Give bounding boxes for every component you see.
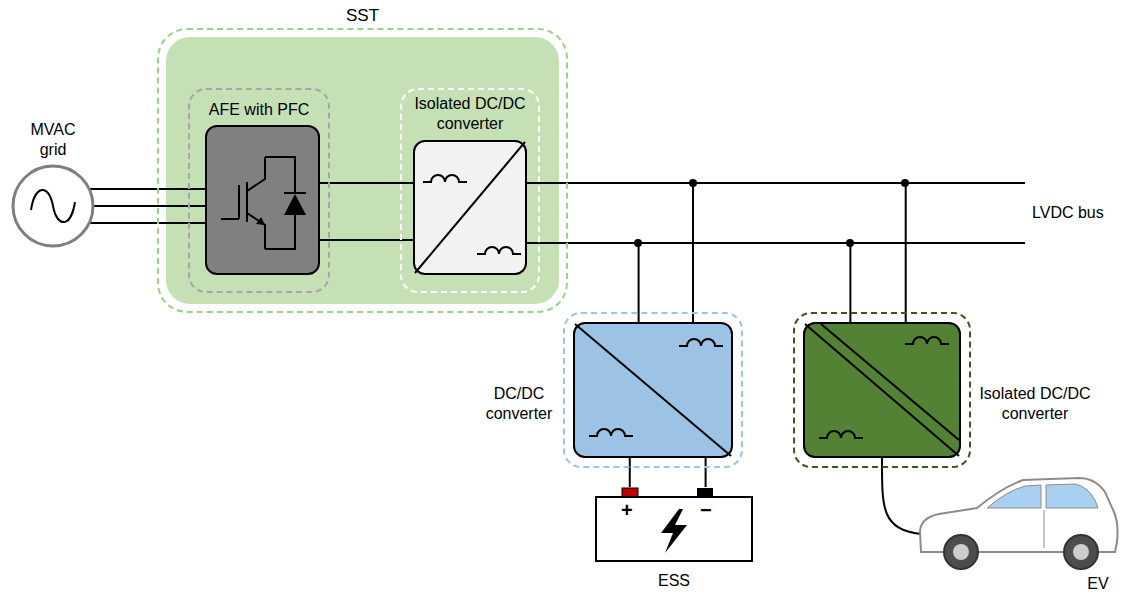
node-label: ESS xyxy=(595,571,753,591)
node-label: Isolated DC/DC converter xyxy=(402,94,538,134)
car-illustration-art xyxy=(915,462,1120,572)
isolated-converter: Isolated DC/DC converter xyxy=(400,88,540,293)
car-illustration xyxy=(915,462,1120,572)
node-label: SST xyxy=(159,6,566,26)
converter-block-art xyxy=(415,142,525,273)
terminal-sign: + xyxy=(621,500,641,520)
node-label: MVAC grid xyxy=(23,120,83,160)
battery-symbol xyxy=(595,487,753,562)
wire-line xyxy=(527,243,639,322)
converter-block-art xyxy=(575,324,731,456)
wire-line xyxy=(527,183,906,322)
converter-block-art xyxy=(805,324,959,456)
node-label: DC/DC converter xyxy=(479,384,559,424)
converter-block xyxy=(413,140,527,275)
afe-converter: AFE with PFC xyxy=(188,88,330,293)
grid-source: MVAC grid xyxy=(10,120,96,250)
wire-line xyxy=(527,183,693,322)
battery-symbol-art xyxy=(595,487,753,562)
bus-label: LVDC bus xyxy=(1032,203,1122,223)
ac-source-symbol-art xyxy=(11,164,95,248)
wire xyxy=(882,458,921,534)
wire xyxy=(527,183,693,322)
wire-line xyxy=(629,458,631,487)
igbt-block xyxy=(205,125,320,275)
wire xyxy=(630,458,706,487)
bus-label-holder: LVDC bus xyxy=(1032,203,1122,223)
sst-fill xyxy=(166,37,559,304)
wire-line xyxy=(705,458,707,487)
terminal-sign-holder: − xyxy=(700,500,720,520)
converter-block xyxy=(803,322,961,458)
terminal-sign-holder: + xyxy=(621,500,641,520)
energy-storage: ESS xyxy=(595,487,753,597)
wire-line xyxy=(527,243,850,322)
dcdc-converter: DC/DC converter xyxy=(563,312,743,468)
converter-block xyxy=(573,322,733,458)
node-label: EV xyxy=(1080,574,1116,594)
igbt-block-art xyxy=(207,127,318,273)
wire-line xyxy=(882,458,921,534)
wire xyxy=(527,183,906,322)
node-label: Isolated DC/DC converter xyxy=(975,384,1095,424)
sst-group: SSTAFE with PFCIsolated DC/DC converter xyxy=(157,28,568,313)
electric-vehicle: EV xyxy=(915,462,1125,597)
terminal-sign: − xyxy=(700,500,720,520)
ac-source-symbol xyxy=(11,164,95,248)
ev-charger-converter: Isolated DC/DC converter xyxy=(793,312,971,468)
node-label: AFE with PFC xyxy=(190,100,328,120)
